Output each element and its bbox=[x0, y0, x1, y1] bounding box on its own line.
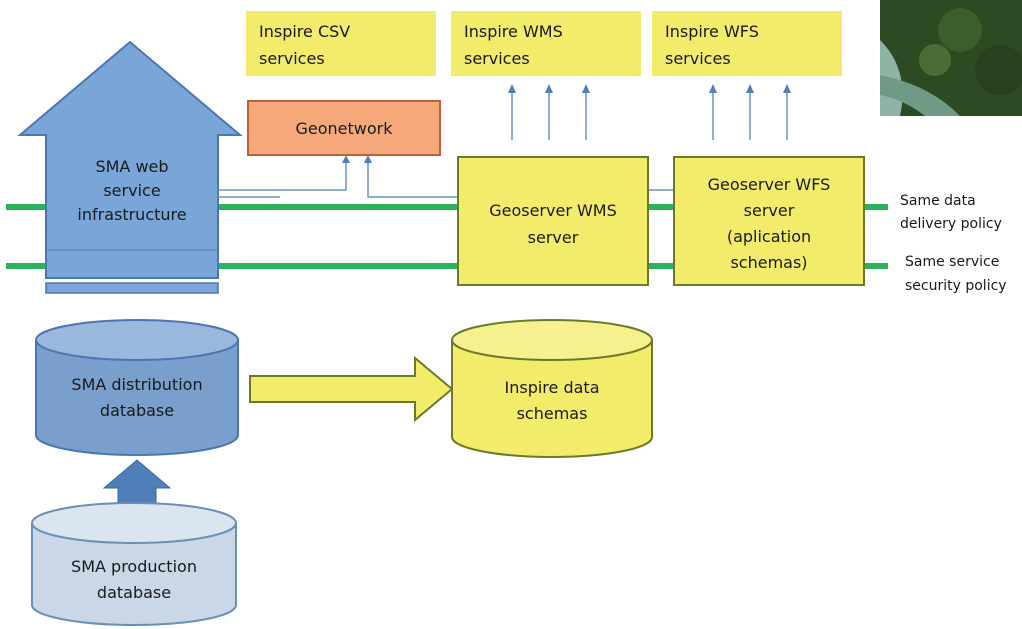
delivery-policy-label-1: Same data bbox=[900, 193, 976, 209]
sma-web-label-3: infrastructure bbox=[77, 205, 186, 224]
connector-lines bbox=[218, 155, 674, 198]
geoserver-wms-label-2: server bbox=[528, 228, 579, 247]
sma-web-label-2: service bbox=[103, 181, 160, 200]
satellite-thumbnail bbox=[880, 0, 1022, 116]
wfs-output-arrows bbox=[709, 84, 791, 140]
transform-arrow bbox=[249, 355, 454, 423]
security-policy-label-2: security policy bbox=[905, 278, 1007, 294]
inspire-wms-services-box: Inspire WMS services bbox=[451, 11, 641, 76]
inspire-csv-services-box: Inspire CSV services bbox=[246, 11, 436, 76]
geoserver-wms-box: Geoserver WMS server bbox=[457, 156, 649, 286]
geoserver-wfs-label-1: Geoserver WFS bbox=[708, 175, 831, 194]
inspire-wfs-label-1: Inspire WFS bbox=[665, 22, 759, 41]
sma-distribution-label-2: database bbox=[100, 401, 174, 420]
service-security-policy-label: Same service security policy bbox=[905, 254, 1007, 294]
sma-production-database: SMA production database bbox=[31, 502, 237, 626]
data-delivery-policy-label: Same data delivery policy bbox=[900, 193, 1002, 232]
inspire-data-schemas-database: Inspire data schemas bbox=[451, 319, 653, 458]
geoserver-wms-label-1: Geoserver WMS bbox=[489, 201, 617, 220]
geoserver-wfs-box: Geoserver WFS server (aplication schemas… bbox=[673, 156, 865, 286]
inspire-wms-label-2: services bbox=[464, 49, 530, 68]
sma-web-service-infrastructure: SMA web service infrastructure bbox=[17, 40, 243, 294]
inspire-csv-label-1: Inspire CSV bbox=[259, 22, 350, 41]
sma-distribution-database: SMA distribution database bbox=[35, 319, 239, 456]
sma-production-label-2: database bbox=[97, 583, 171, 602]
geonetwork-label: Geonetwork bbox=[295, 119, 393, 138]
inspire-wms-label-1: Inspire WMS bbox=[464, 22, 563, 41]
geoserver-wfs-label-4: schemas) bbox=[730, 253, 807, 272]
geoserver-wfs-label-2: server bbox=[744, 201, 795, 220]
security-policy-label-1: Same service bbox=[905, 254, 999, 270]
delivery-policy-label-2: delivery policy bbox=[900, 216, 1002, 232]
sma-distribution-label-1: SMA distribution bbox=[71, 375, 202, 394]
inspire-data-label-1: Inspire data bbox=[505, 378, 600, 397]
geoserver-wfs-label-3: (aplication bbox=[727, 227, 811, 246]
geonetwork-box: Geonetwork bbox=[247, 100, 441, 156]
inspire-wfs-services-box: Inspire WFS services bbox=[652, 11, 842, 76]
inspire-csv-label-2: services bbox=[259, 49, 325, 68]
sma-production-label-1: SMA production bbox=[71, 557, 197, 576]
wms-output-arrows bbox=[508, 84, 590, 140]
inspire-wfs-label-2: services bbox=[665, 49, 731, 68]
sma-web-label-1: SMA web bbox=[95, 157, 168, 176]
inspire-data-label-2: schemas bbox=[517, 404, 588, 423]
